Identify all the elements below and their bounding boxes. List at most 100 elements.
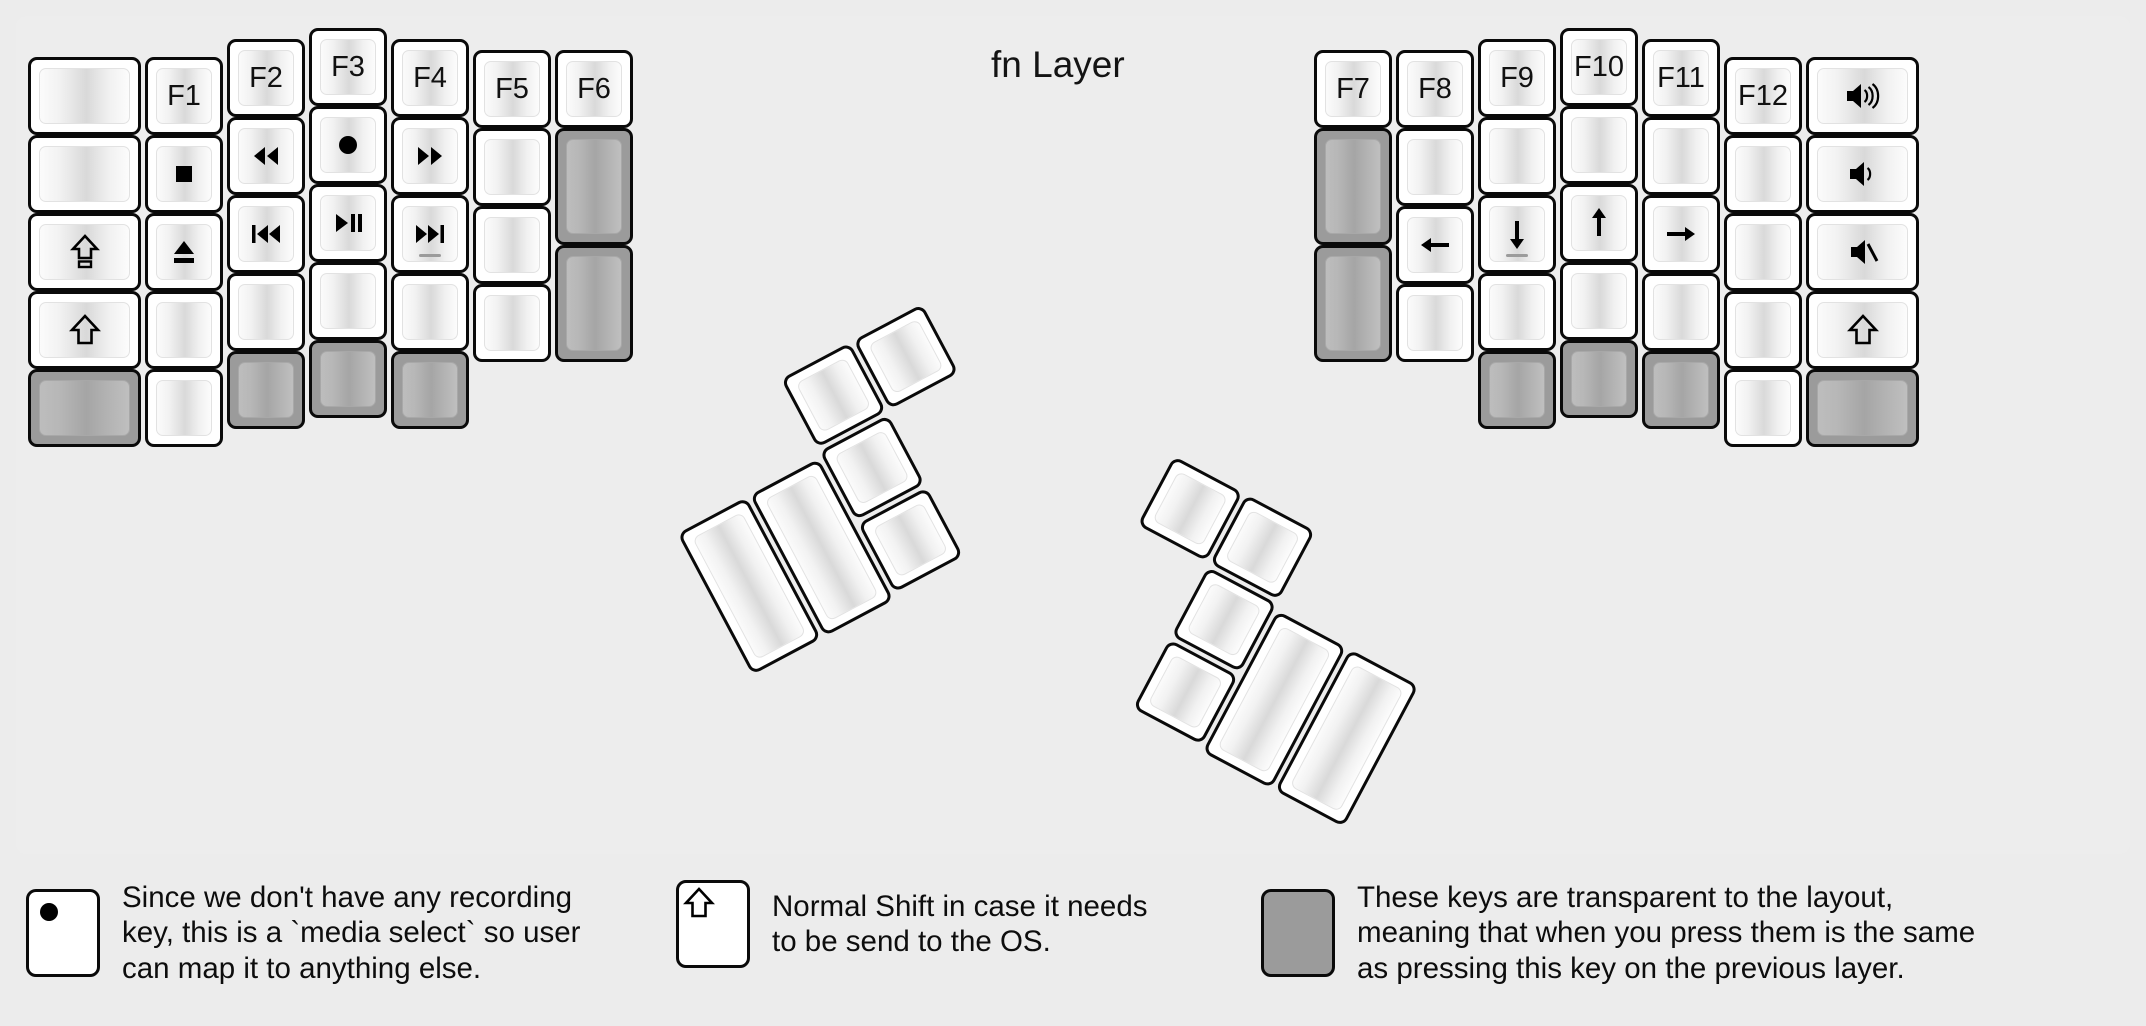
keycap-face: [1817, 68, 1908, 124]
keycap-face: [1407, 139, 1463, 195]
media-eject-icon: [164, 232, 204, 272]
key-label: F5: [495, 72, 529, 105]
keycap-face: [320, 195, 376, 251]
arrow-right-icon: [1661, 214, 1701, 254]
left-col-ring-key-1[interactable]: F2: [227, 39, 305, 117]
left-col-pinky-key-5[interactable]: [145, 369, 223, 447]
left-col-index-inner-key-4[interactable]: [473, 284, 551, 362]
right-col-index-inner-key-2[interactable]: [1314, 128, 1392, 245]
left-col-index-inner-key-1[interactable]: F5: [473, 50, 551, 128]
left-col-middle-key-4[interactable]: [309, 262, 387, 340]
right-col-index-key-1[interactable]: F8: [1396, 50, 1474, 128]
shift-icon: [679, 883, 747, 923]
right-col-ring-key-1[interactable]: F10: [1560, 28, 1638, 106]
keycap-face: F6: [566, 61, 622, 117]
left-col-index-inner-key-3[interactable]: [473, 206, 551, 284]
right-col-middle-key-5[interactable]: [1478, 351, 1556, 429]
legend-key-2[interactable]: [676, 880, 750, 968]
left-col-middle-key-2[interactable]: [309, 106, 387, 184]
right-col-outer-extra-key-1[interactable]: [1806, 57, 1919, 135]
legend-key-3[interactable]: [1261, 889, 1335, 978]
left-col-inner-extra-key-1[interactable]: F6: [555, 50, 633, 128]
left-col-index-key-2[interactable]: [391, 117, 469, 195]
keycap-face: [566, 256, 622, 351]
right-col-middle-key-3[interactable]: [1478, 195, 1556, 273]
right-col-ring-key-4[interactable]: [1560, 262, 1638, 340]
keycap-face: [156, 224, 212, 280]
right-col-outer-extra-key-3[interactable]: [1806, 213, 1919, 291]
left-col-index-key-3[interactable]: [391, 195, 469, 273]
keycap-face: [1186, 581, 1262, 658]
left-col-pinky-outer-key-4[interactable]: [28, 291, 141, 369]
left-col-pinky-key-2[interactable]: [145, 135, 223, 213]
left-col-inner-extra-key-3[interactable]: [555, 245, 633, 362]
right-col-pinky-outer-key-3[interactable]: [1724, 213, 1802, 291]
left-col-ring-key-2[interactable]: [227, 117, 305, 195]
keycap-face: [238, 206, 294, 262]
right-col-pinky-key-1[interactable]: F11: [1642, 39, 1720, 117]
left-col-ring-key-4[interactable]: [227, 273, 305, 351]
keycap-face: [320, 351, 376, 407]
legend-key-1[interactable]: [26, 889, 100, 978]
legend-description-1: Since we don't have any recording key, t…: [122, 881, 581, 985]
left-col-middle-key-5[interactable]: [309, 340, 387, 418]
key-label: F11: [1657, 61, 1705, 94]
left-col-pinky-outer-key-5[interactable]: [28, 369, 141, 447]
left-col-pinky-key-4[interactable]: [145, 291, 223, 369]
left-col-index-key-5[interactable]: [391, 351, 469, 429]
left-col-ring-key-3[interactable]: [227, 195, 305, 273]
right-col-index-inner-key-1[interactable]: F7: [1314, 50, 1392, 128]
keycap-face: F11: [1653, 50, 1709, 106]
legend-description-3: These keys are transparent to the layout…: [1357, 881, 1976, 985]
right-col-ring-key-5[interactable]: [1560, 340, 1638, 418]
right-col-outer-extra-key-4[interactable]: [1806, 291, 1919, 369]
right-col-ring-key-3[interactable]: [1560, 184, 1638, 262]
left-col-pinky-outer-key-2[interactable]: [28, 135, 141, 213]
key-tick-marker: [1506, 254, 1528, 257]
right-col-pinky-key-5[interactable]: [1642, 351, 1720, 429]
media-rewind-icon: [246, 136, 286, 176]
left-col-pinky-outer-key-1[interactable]: [28, 57, 141, 135]
right-col-pinky-outer-key-4[interactable]: [1724, 291, 1802, 369]
keycap-face: [39, 146, 130, 202]
right-col-pinky-outer-key-5[interactable]: [1724, 369, 1802, 447]
left-col-ring-key-5[interactable]: [227, 351, 305, 429]
right-col-pinky-outer-key-2[interactable]: [1724, 135, 1802, 213]
right-col-index-inner-key-3[interactable]: [1314, 245, 1392, 362]
right-col-middle-key-4[interactable]: [1478, 273, 1556, 351]
keycap-face: [39, 302, 130, 358]
left-col-middle-key-3[interactable]: [309, 184, 387, 262]
key-label: F10: [1574, 50, 1624, 83]
right-col-index-key-2[interactable]: [1396, 128, 1474, 206]
right-col-ring-key-2[interactable]: [1560, 106, 1638, 184]
keycap-face: F7: [1325, 61, 1381, 117]
keycap-face: [39, 380, 130, 436]
right-col-pinky-outer-key-1[interactable]: F12: [1724, 57, 1802, 135]
keycap-face: [1571, 117, 1627, 173]
right-col-pinky-key-2[interactable]: [1642, 117, 1720, 195]
right-col-middle-key-1[interactable]: F9: [1478, 39, 1556, 117]
left-col-middle-key-1[interactable]: F3: [309, 28, 387, 106]
shift-icon: [65, 310, 105, 350]
keycap-face: [320, 117, 376, 173]
right-col-pinky-key-4[interactable]: [1642, 273, 1720, 351]
right-col-middle-key-2[interactable]: [1478, 117, 1556, 195]
left-col-pinky-key-1[interactable]: F1: [145, 57, 223, 135]
right-col-outer-extra-key-2[interactable]: [1806, 135, 1919, 213]
right-col-pinky-key-3[interactable]: [1642, 195, 1720, 273]
left-col-index-key-4[interactable]: [391, 273, 469, 351]
right-col-index-key-3[interactable]: [1396, 206, 1474, 284]
keycap-face: [402, 128, 458, 184]
keycap-face: [872, 502, 949, 578]
volume-down-icon: [1843, 154, 1883, 194]
left-col-inner-extra-key-2[interactable]: [555, 128, 633, 245]
left-col-index-inner-key-2[interactable]: [473, 128, 551, 206]
left-col-index-key-1[interactable]: F4: [391, 39, 469, 117]
right-col-index-key-4[interactable]: [1396, 284, 1474, 362]
left-col-pinky-key-3[interactable]: [145, 213, 223, 291]
right-col-outer-extra-key-5[interactable]: [1806, 369, 1919, 447]
keycap-face: [1325, 256, 1381, 351]
left-col-pinky-outer-key-3[interactable]: [28, 213, 141, 291]
